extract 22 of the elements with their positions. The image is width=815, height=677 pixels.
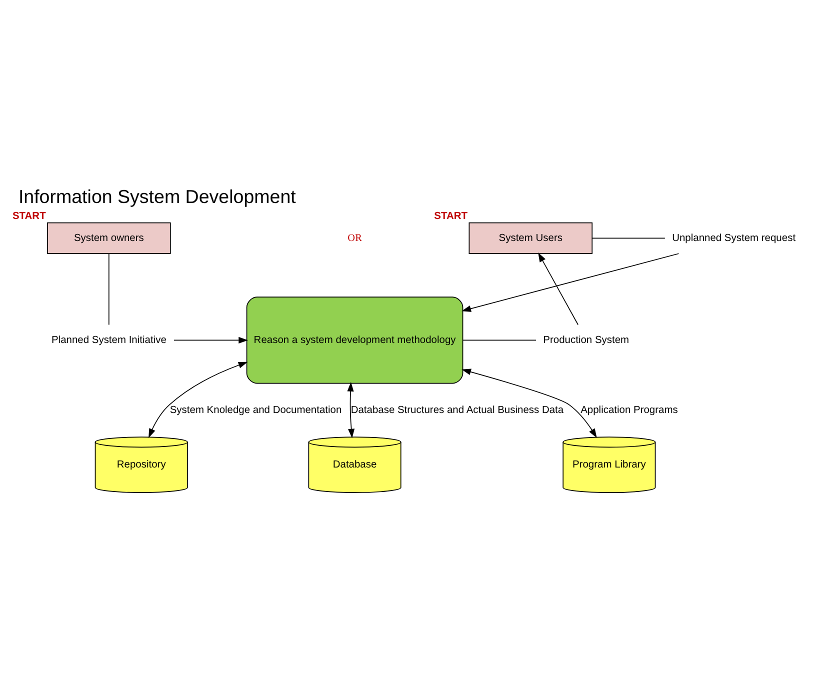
node-text: Unplanned System request [672, 232, 796, 244]
label: OR [348, 232, 362, 244]
node-box: System Users [468, 222, 593, 254]
arrow [538, 252, 578, 326]
arrow [174, 336, 248, 344]
arrow [462, 253, 680, 312]
node-label: START [12, 211, 46, 222]
edge-label: System Knoledge and Documentation [170, 404, 342, 416]
node-box: Reason a system development methodology [246, 296, 464, 384]
connector [462, 340, 536, 341]
connector [592, 238, 666, 239]
diagram-title: Information System Development [18, 186, 296, 207]
edge-label: Database Structures and Actual Business Data [350, 404, 564, 416]
connector [108, 253, 110, 326]
node-text: Production System [543, 334, 630, 346]
edge-label: Application Programs [580, 404, 678, 416]
node-box: System owners [47, 222, 171, 254]
arrow [347, 382, 355, 438]
arrow [148, 362, 248, 438]
node-text: Planned System Initiative [51, 334, 166, 346]
node-label: START [434, 211, 468, 222]
arrow [462, 368, 597, 438]
